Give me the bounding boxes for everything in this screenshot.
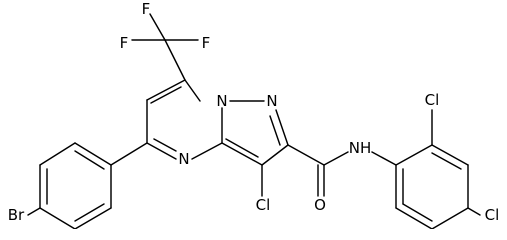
bond-c1bp-c2bp-double [74,150,105,170]
atom-f3: F [202,34,211,52]
bond-c4bp-br [27,207,41,216]
bond-c3-c3a [221,142,263,166]
bond-c2p-c3p-double [431,152,462,170]
bond-cf3-c7 [164,39,186,81]
bond-npyr-c3a [191,142,223,160]
atom-o-amide: O [314,196,326,214]
bond-npz-c2-double [269,115,281,146]
atom-n-bridge: N [216,92,227,110]
bond-c5-npyr-double [153,138,177,152]
bond-npz-c2 [275,109,289,146]
bond-c5p-c6p [395,207,433,229]
bond-c5bp-c6bp-double [74,203,105,222]
atom-n-pyrazole: N [266,92,277,110]
bond-c2bp-c3bp [39,142,76,166]
atom-cl-2prime: Cl [425,91,440,109]
bond-c2-c3 [261,144,289,166]
atom-labels: F F F N N N Cl O NH Cl Cl Br [8,0,500,224]
bond-c7-c6-double [150,86,182,104]
bond-c5-c1bp [110,142,148,166]
bond-c3-c3a-double [225,138,259,158]
atom-br: Br [8,206,25,224]
molecule-structure-diagram: F F F N N N Cl O NH Cl Cl Br [8,0,500,229]
bond-c5bp-c6bp [74,207,112,229]
atom-f1: F [142,0,151,18]
bond-c1p-c2p [395,144,433,166]
bond-nh-c1prime [371,151,397,166]
bond-c2p-c3p [431,144,469,166]
bond-c5-npyr [146,142,177,160]
bond-c7-nbridge [184,79,201,102]
atom-nh-amide: NH [349,139,372,157]
bond-c5p-c6p-double [402,203,433,222]
atom-f2: F [120,34,129,52]
bond-c2-ccarbonyl [287,144,325,166]
atom-n-pyrimidine: N [178,150,189,168]
atom-cl-4prime: Cl [485,206,500,224]
bond-c1bp-c2bp [74,142,112,166]
bond-c4bp-c5bp [39,207,76,229]
bond-lines [27,13,481,229]
bond-ccarbonyl-nh [323,151,349,166]
bond-c4p-cl [467,207,481,216]
bond-c7-c6 [146,79,186,101]
bond-c4p-c5p [431,207,469,229]
atom-cl-3: Cl [256,196,271,214]
bond-c-f1 [149,13,166,41]
